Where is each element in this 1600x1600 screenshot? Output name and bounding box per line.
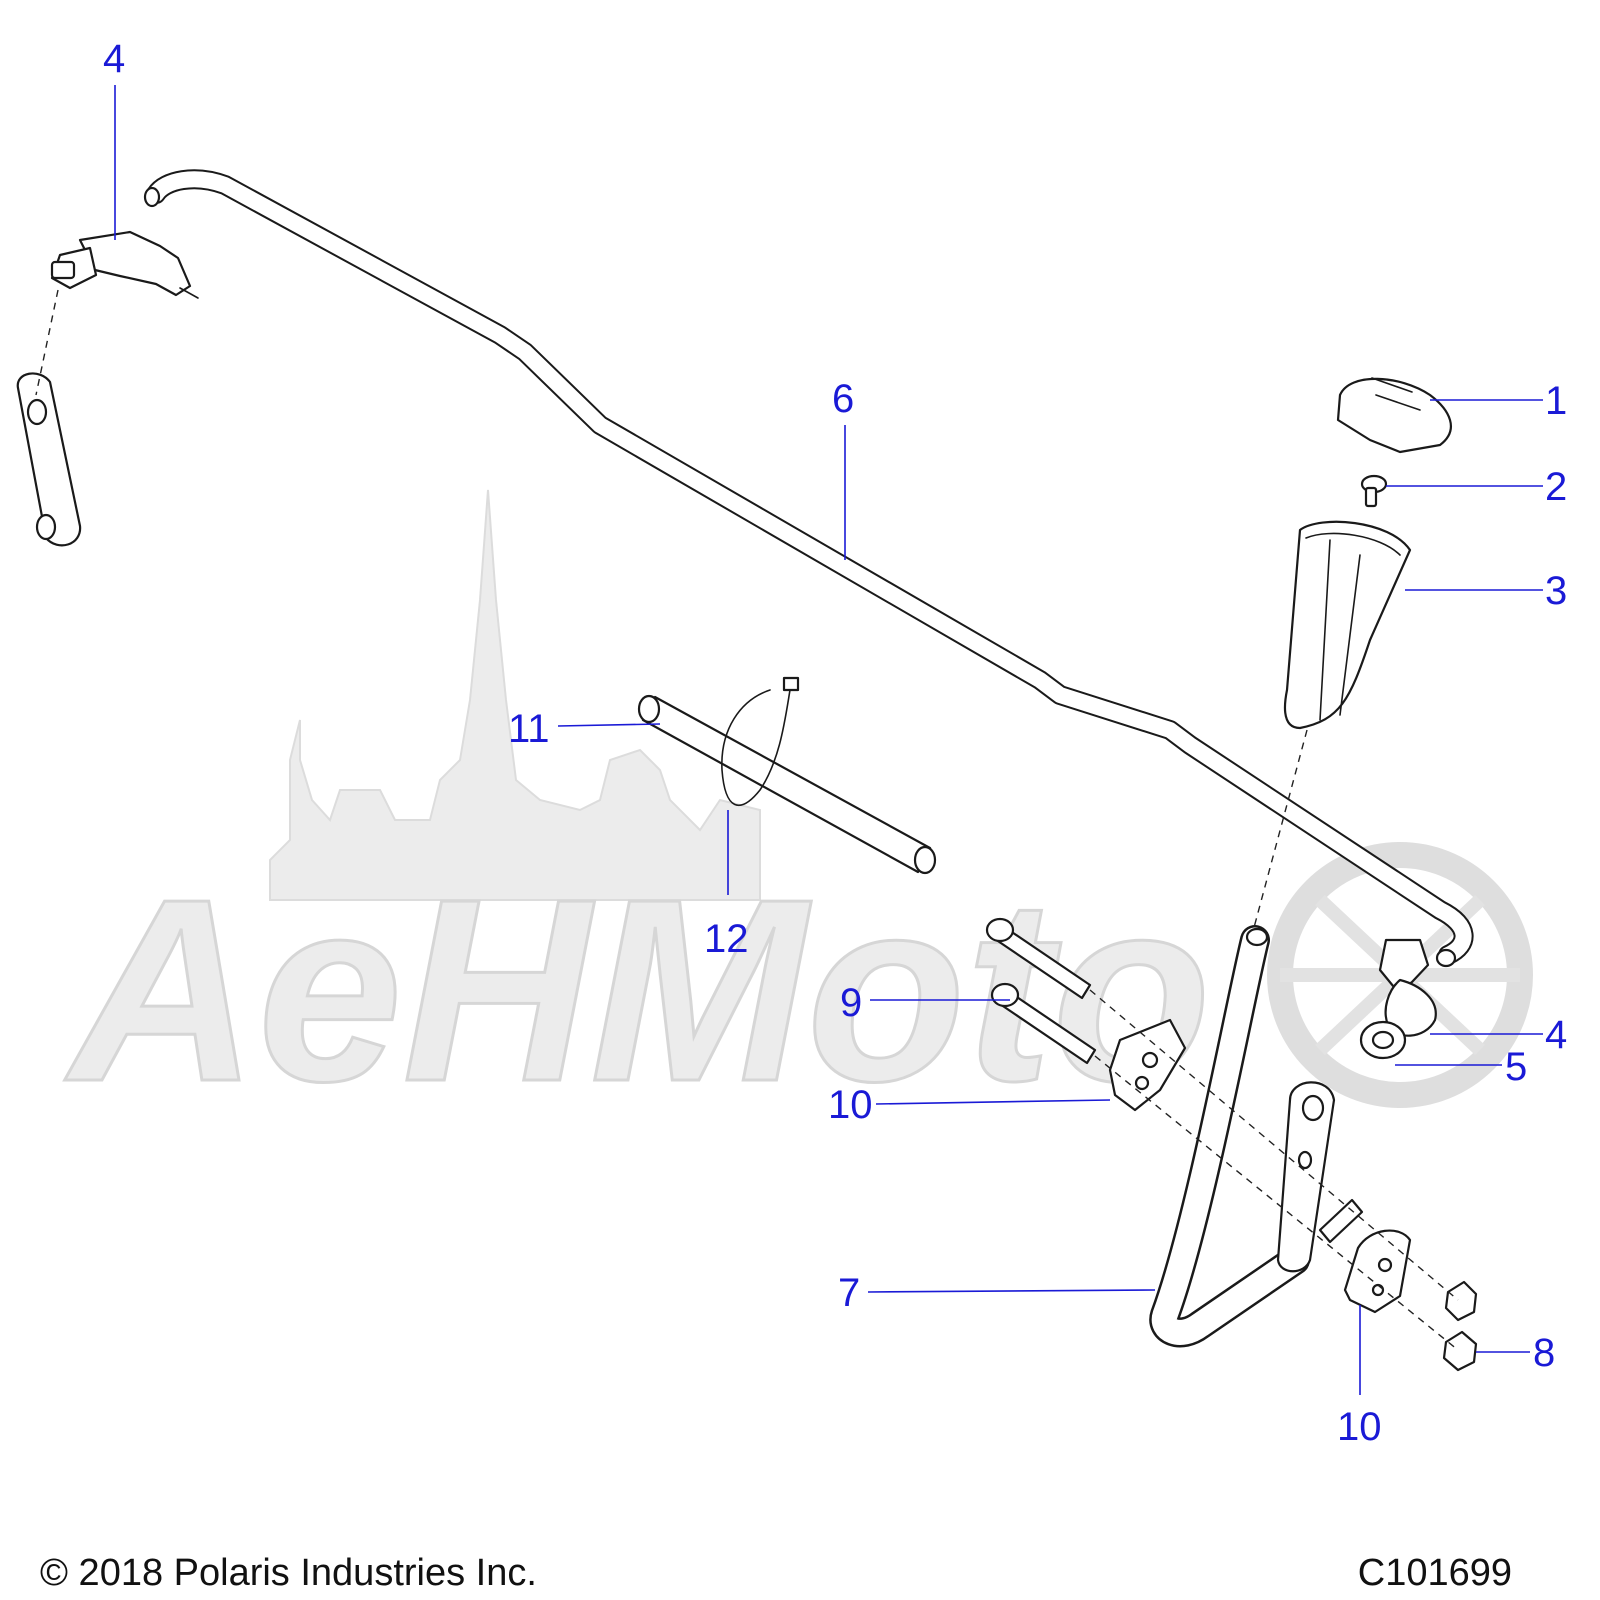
part-2-screw bbox=[1360, 474, 1388, 508]
part-10-bushing-lower bbox=[1343, 1229, 1412, 1314]
callout-1: 1 bbox=[1545, 379, 1567, 423]
callout-6: 6 bbox=[832, 377, 854, 421]
assembly-line-ball-to-plate bbox=[35, 289, 59, 396]
watermark-text: AeHMoto bbox=[62, 846, 1211, 1136]
part-8-nut-lower bbox=[1442, 1330, 1478, 1372]
part-1-shift-knob-cap bbox=[1336, 377, 1452, 454]
link-plate bbox=[16, 372, 82, 547]
watermark-wordmark: AeHMoto bbox=[60, 845, 1212, 1138]
callout-labels: 4 6 1 2 3 4 5 11 12 9 10 7 8 10 bbox=[103, 37, 1567, 1449]
callout-5: 5 bbox=[1505, 1045, 1527, 1089]
part-5-washer bbox=[1359, 1020, 1407, 1060]
callout-10-lower: 10 bbox=[1337, 1405, 1382, 1449]
drawing-id: C101699 bbox=[1357, 1552, 1512, 1594]
callout-9: 9 bbox=[840, 981, 862, 1025]
callout-2: 2 bbox=[1545, 465, 1567, 509]
callout-12: 12 bbox=[704, 917, 749, 961]
part-8-nut-upper bbox=[1444, 1280, 1478, 1322]
copyright-notice: © 2018 Polaris Industries Inc. bbox=[40, 1552, 537, 1594]
callout-3: 3 bbox=[1545, 569, 1567, 613]
watermark: AeHMoto bbox=[60, 489, 1533, 1138]
callout-4-top: 4 bbox=[103, 37, 125, 81]
assembly-line-handle-to-lever bbox=[1251, 729, 1308, 936]
watermark-skyline bbox=[269, 489, 761, 901]
part-3-shift-handle bbox=[1283, 520, 1412, 730]
part-6-shift-rod bbox=[143, 169, 1474, 968]
part-4-ball-joint-right bbox=[1378, 938, 1437, 1037]
callout-8: 8 bbox=[1533, 1331, 1555, 1375]
callout-7: 7 bbox=[838, 1271, 860, 1315]
part-10-bushing-upper bbox=[1108, 1018, 1187, 1112]
part-11-tube bbox=[637, 694, 937, 875]
part-7-shift-lever bbox=[1149, 925, 1364, 1348]
assembly-lines-bolts bbox=[1089, 989, 1459, 1351]
leader-lines bbox=[114, 85, 1543, 1395]
callout-11: 11 bbox=[508, 707, 550, 751]
callout-4-right: 4 bbox=[1545, 1013, 1567, 1057]
part-9-bolts bbox=[985, 917, 1097, 1065]
callout-10-upper: 10 bbox=[828, 1083, 873, 1127]
part-4-ball-joint-left bbox=[50, 230, 199, 299]
part-12-cable-tie bbox=[721, 676, 800, 807]
